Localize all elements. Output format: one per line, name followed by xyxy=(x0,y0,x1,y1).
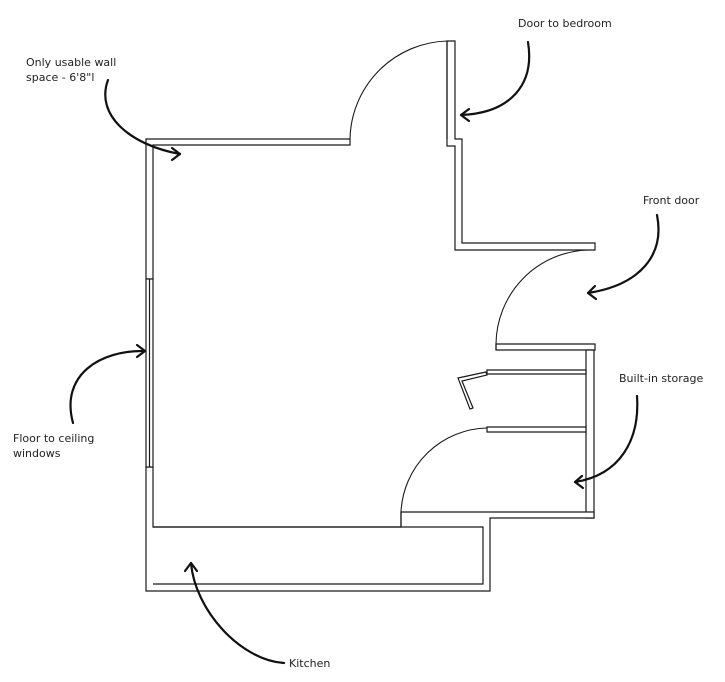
arrow-bedroom-door xyxy=(459,40,531,117)
outer-wall xyxy=(145,138,351,280)
arrow-kitchen-head xyxy=(183,561,199,573)
arrow-usable-wall-head xyxy=(170,146,182,162)
usable-wall-label: Only usable wall space - 6'8"l xyxy=(26,55,116,85)
usable-wall-label-line2: space - 6'8"l xyxy=(26,71,95,84)
windows-label-line2: windows xyxy=(13,447,61,460)
windows-label: Floor to ceiling windows xyxy=(13,431,94,461)
arrow-front-door xyxy=(586,213,660,295)
bifold-door xyxy=(457,371,488,410)
arrow-builtin-storage xyxy=(573,394,639,484)
arrow-bedroom-door-head xyxy=(459,107,471,123)
kitchen-label: Kitchen xyxy=(289,657,331,670)
lower-right-wall xyxy=(145,466,595,592)
windows-label-line1: Floor to ceiling xyxy=(13,432,95,445)
arrow-windows xyxy=(69,349,147,425)
storage-door-swing xyxy=(400,427,488,513)
right-storage-wall xyxy=(585,349,595,519)
arrow-front-door-head xyxy=(586,284,598,301)
builtin-storage-label: Built-in storage xyxy=(619,372,704,385)
kitchen-counter-line xyxy=(153,526,484,585)
bedroom-door-label: Door to bedroom xyxy=(518,17,612,30)
front-door-swing xyxy=(495,249,589,345)
arrow-usable-wall xyxy=(104,78,182,156)
storage-shelf-2 xyxy=(486,426,587,433)
storage-shelf-1 xyxy=(486,369,587,375)
arrow-kitchen xyxy=(189,561,286,665)
bedroom-door-swing xyxy=(349,40,448,140)
front-door-label: Front door xyxy=(643,194,700,207)
arrow-builtin-storage-head xyxy=(573,474,585,490)
front-door-wall xyxy=(495,343,596,351)
upper-right-wall xyxy=(446,40,596,251)
arrow-windows-head xyxy=(135,343,147,359)
usable-wall-label-line1: Only usable wall xyxy=(26,56,117,69)
